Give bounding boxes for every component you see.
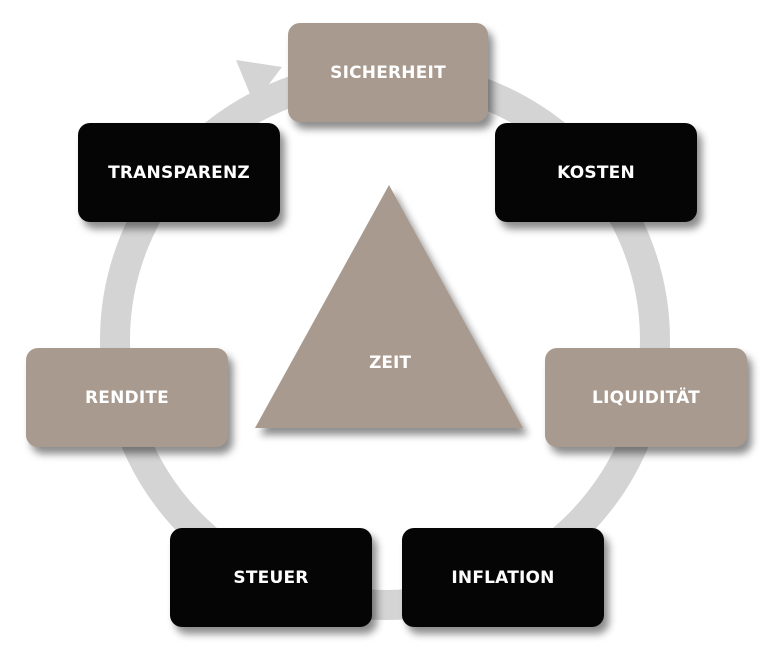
cycle-arrow-head [236,60,282,104]
box-rendite: RENDITE [26,348,228,447]
box-rendite-label: RENDITE [85,387,169,408]
box-sicherheit: SICHERHEIT [288,23,488,122]
box-inflation: INFLATION [402,528,604,627]
center-label: ZEIT [369,353,411,373]
box-steuer-label: STEUER [233,567,309,588]
box-kosten-label: KOSTEN [557,162,635,183]
box-liquiditaet: LIQUIDITÄT [545,348,747,447]
box-steuer: STEUER [170,528,372,627]
box-liquiditaet-label: LIQUIDITÄT [592,387,700,408]
box-sicherheit-label: SICHERHEIT [330,62,446,83]
box-inflation-label: INFLATION [451,567,555,588]
box-kosten: KOSTEN [495,123,697,222]
center-triangle [255,185,523,428]
box-transparenz: TRANSPARENZ [78,123,280,222]
box-transparenz-label: TRANSPARENZ [108,162,250,183]
